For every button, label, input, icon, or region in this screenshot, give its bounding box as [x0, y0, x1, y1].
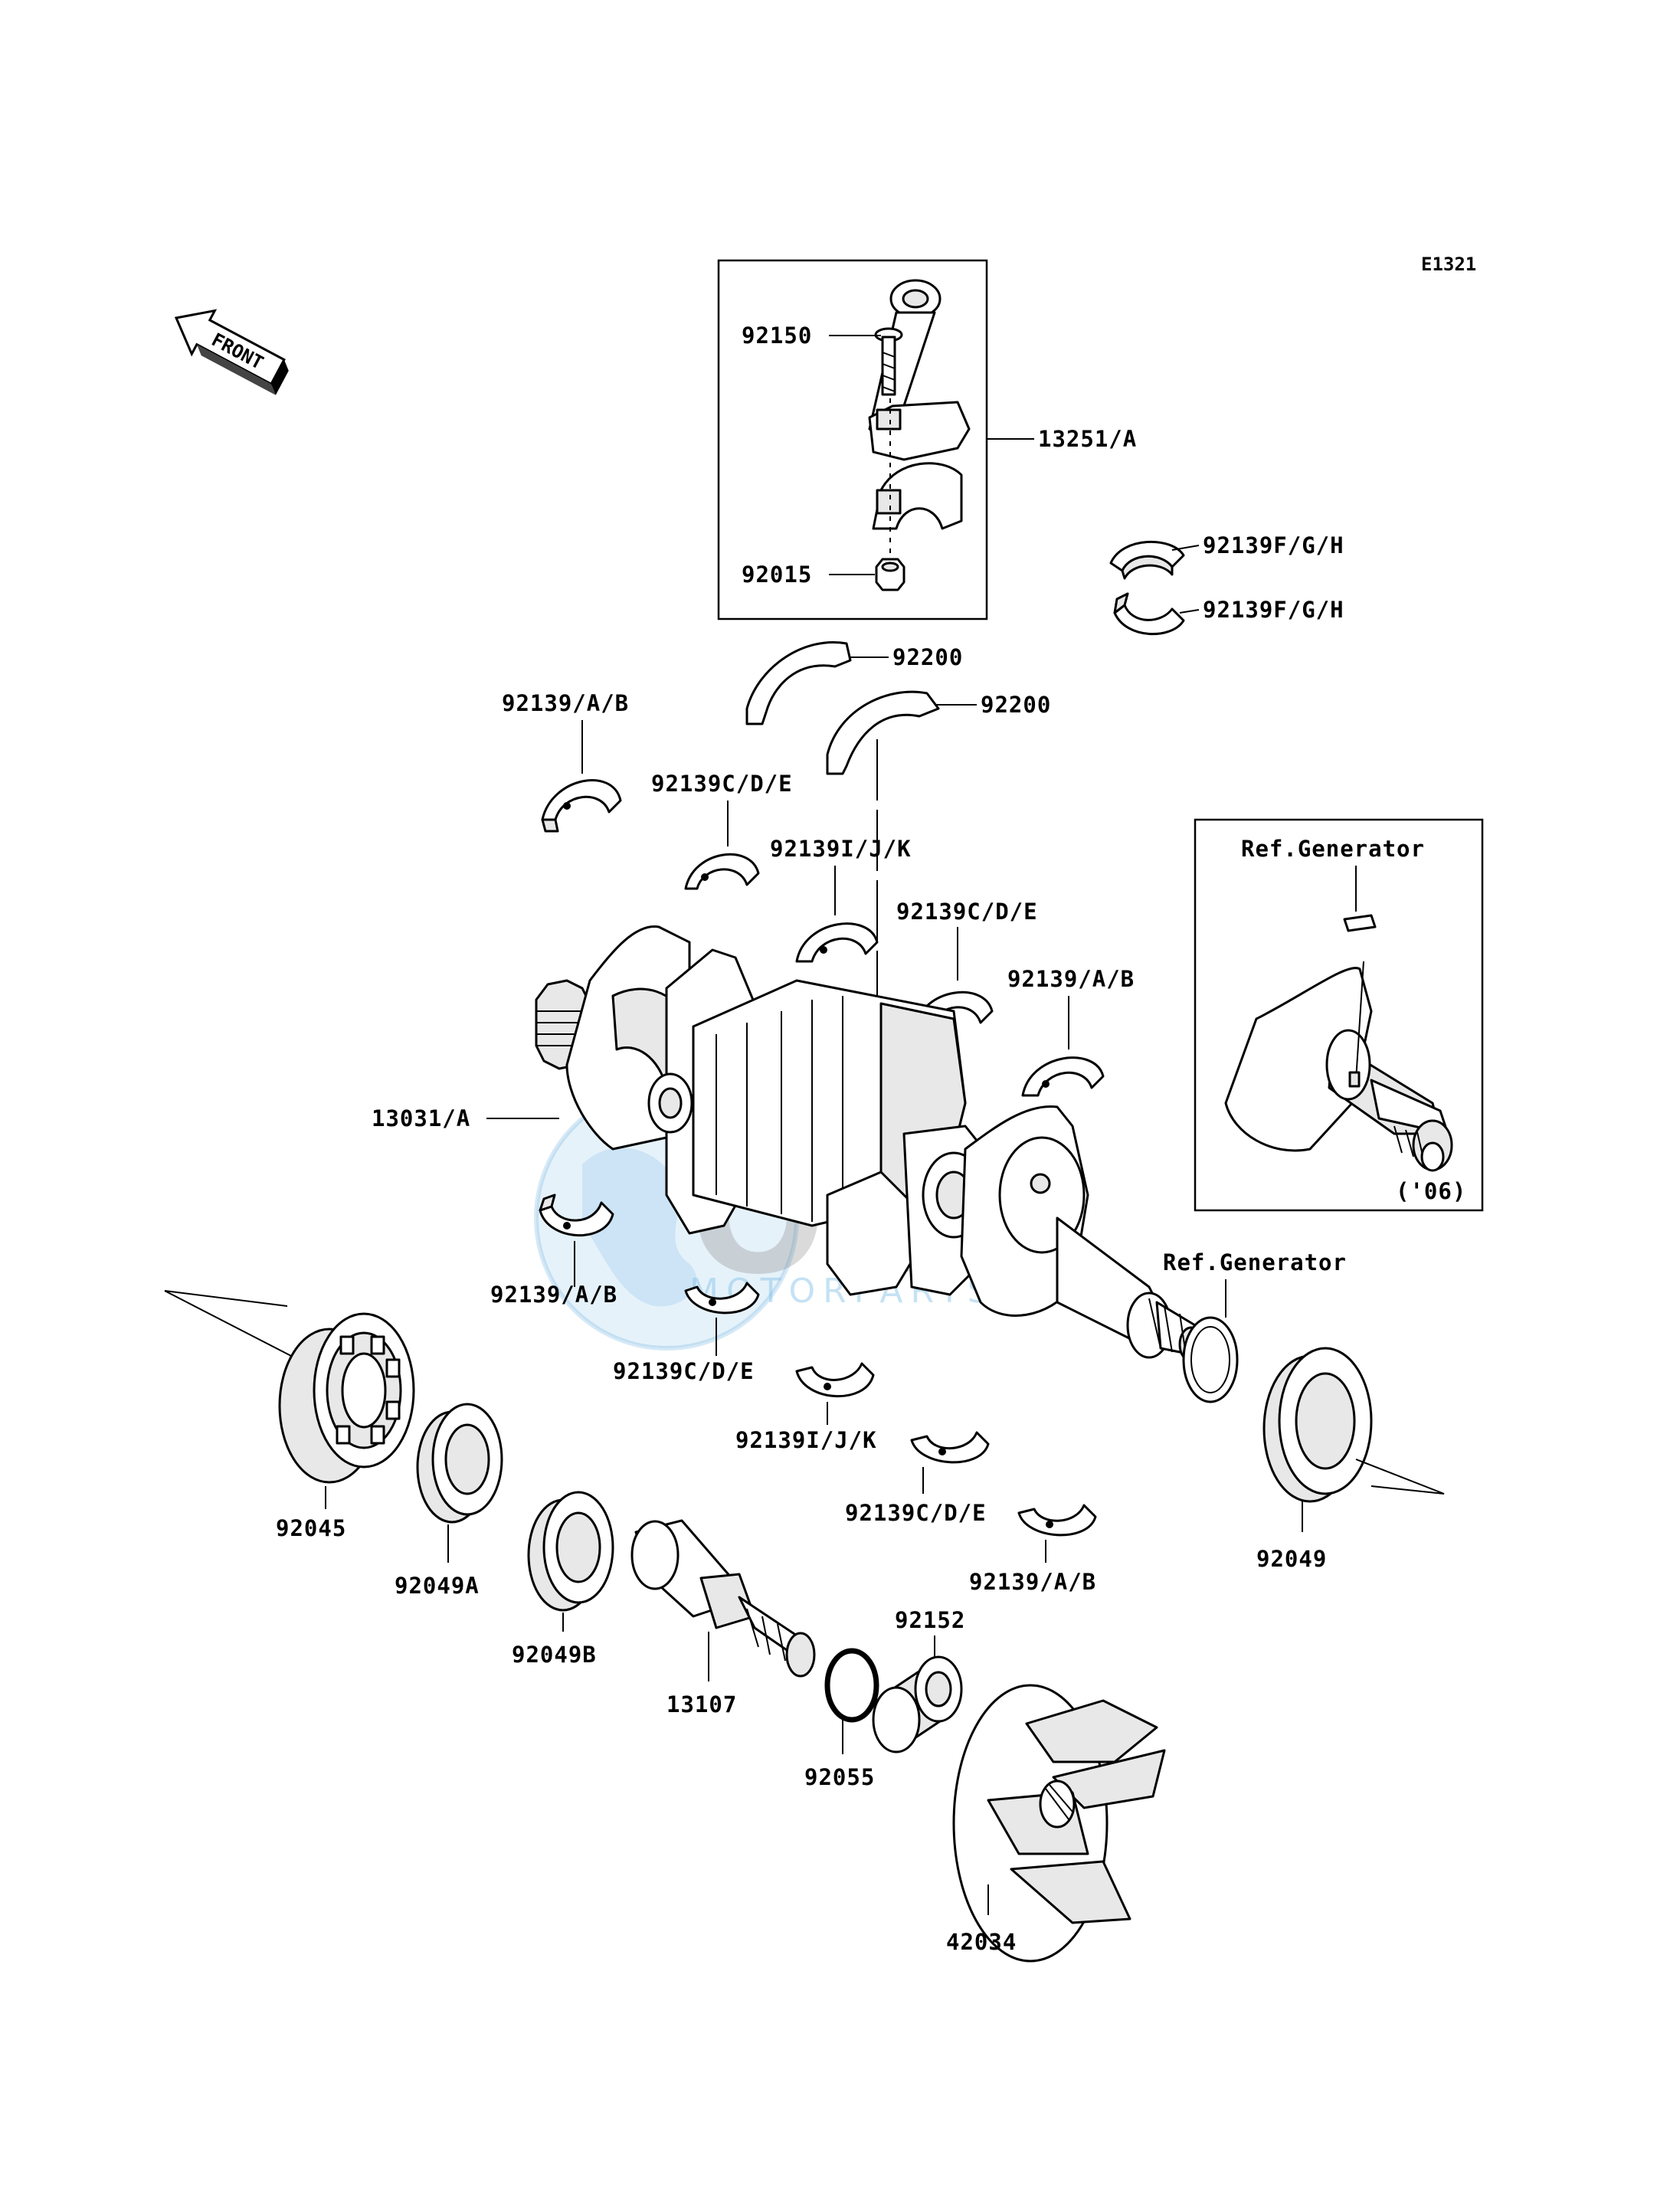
label-92150: 92150 [742, 323, 812, 349]
front-arrow-icon: FRONT [174, 309, 289, 395]
label-13031: 13031/A [372, 1105, 470, 1131]
label-92139fgh-2: 92139F/G/H [1203, 597, 1344, 623]
label-92139cde-low: 92139C/D/E [613, 1358, 755, 1384]
label-92139cde-mid: 92139C/D/E [896, 899, 1038, 925]
main-bearing-shell-ab-top-part [541, 779, 622, 833]
label-92015: 92015 [742, 562, 812, 588]
collar-part [872, 1655, 963, 1753]
label-92139ab-bot: 92139/A/B [969, 1569, 1096, 1595]
thrust-washer-1-part [745, 641, 852, 725]
label-13251: 13251/A [1038, 426, 1137, 452]
label-92139ab-low: 92139/A/B [490, 1282, 617, 1308]
ref-generator-box [1194, 818, 1484, 1212]
label-92200-2: 92200 [981, 692, 1051, 718]
oil-seal-92049-part [1262, 1347, 1373, 1503]
main-bearing-shell-ijk-low-part [795, 1362, 875, 1398]
main-bearing-shell-ijk-top-part [795, 922, 879, 963]
label-92152: 92152 [895, 1607, 965, 1633]
label-ref-generator-box: Ref.Generator [1241, 836, 1425, 862]
rod-bearing-lower-part [1113, 592, 1185, 636]
label-42034: 42034 [946, 1929, 1017, 1955]
leader-92049-direction [1355, 1459, 1445, 1495]
rod-bearing-upper-part [1109, 540, 1185, 580]
crank-end-detail-part [1224, 914, 1453, 1172]
label-92049a: 92049A [395, 1573, 480, 1599]
label-92139fgh-1: 92139F/G/H [1203, 532, 1344, 558]
impeller-part [952, 1684, 1166, 1963]
rod-bolt-part [874, 327, 903, 396]
label-92139ijk-low: 92139I/J/K [735, 1427, 877, 1453]
oil-seal-92049b-part [527, 1491, 614, 1612]
label-92139ab-mid: 92139/A/B [1007, 966, 1135, 992]
main-bearing-shell-cde-low-part [684, 1282, 760, 1315]
label-year-note: ('06) [1396, 1178, 1466, 1204]
leader-92045-direction [164, 1290, 292, 1357]
label-92139cde-top: 92139C/D/E [651, 771, 793, 797]
o-ring-part [824, 1648, 879, 1723]
main-bearing-shell-cde-bot-part [910, 1431, 990, 1464]
diagram-code: E1321 [1421, 254, 1476, 275]
label-ref-generator: Ref.Generator [1163, 1249, 1347, 1275]
label-92139cde-bot: 92139C/D/E [845, 1500, 987, 1526]
label-13107: 13107 [666, 1691, 737, 1717]
drive-shaft-13107-part [630, 1519, 816, 1678]
label-92139ab-top: 92139/A/B [502, 690, 629, 716]
label-92049b: 92049B [512, 1642, 597, 1668]
leader-92139fgh-2 [1179, 609, 1200, 614]
main-bearing-shell-ab-bot-part [1017, 1504, 1097, 1537]
crankshaft-part [535, 925, 1204, 1363]
ring-seal-part [1182, 1316, 1239, 1403]
label-92049: 92049 [1256, 1546, 1327, 1572]
label-92055: 92055 [804, 1764, 875, 1790]
oil-seal-92049a-part [416, 1403, 503, 1524]
label-92200-1: 92200 [892, 644, 963, 670]
label-92045: 92045 [276, 1515, 346, 1541]
main-bearing-shell-ab-mid-part [1021, 1056, 1105, 1097]
leader-92139fgh-1 [1171, 545, 1200, 551]
connecting-rod-part [868, 279, 971, 530]
label-92139ijk-top: 92139I/J/K [770, 836, 912, 862]
main-bearing-shell-cde-top-part [684, 853, 760, 890]
thrust-washer-2-part [826, 690, 940, 775]
rod-nut-part [875, 558, 905, 591]
ball-bearing-part [278, 1312, 415, 1484]
main-bearing-shell-ab-low-part [539, 1193, 614, 1237]
